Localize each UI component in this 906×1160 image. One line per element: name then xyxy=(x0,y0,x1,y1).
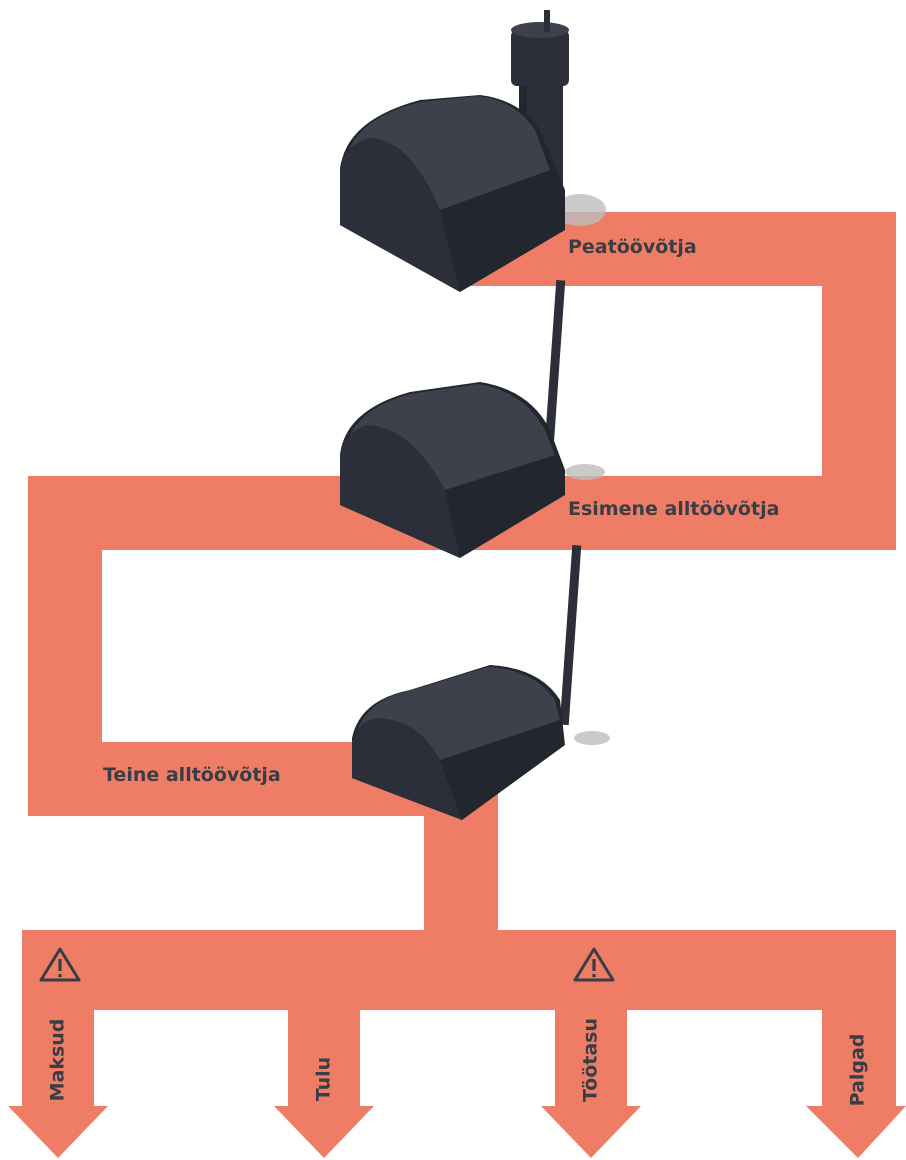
output-label-taxes: Maksud xyxy=(49,1019,68,1102)
flow-band xyxy=(22,212,896,1010)
factory-tank-icon xyxy=(352,545,610,820)
output-label-income: Tulu xyxy=(315,1057,334,1101)
output-label-salaries: Palgad xyxy=(849,1034,868,1107)
stage-label-second-subcontractor: Teine alltöövõtja xyxy=(103,766,281,785)
stage-label-main-contractor: Peatöövõtja xyxy=(568,238,697,257)
output-label-wages: Töötasu xyxy=(582,1018,601,1102)
stage-label-first-subcontractor: Esimene alltöövõtja xyxy=(568,500,779,519)
